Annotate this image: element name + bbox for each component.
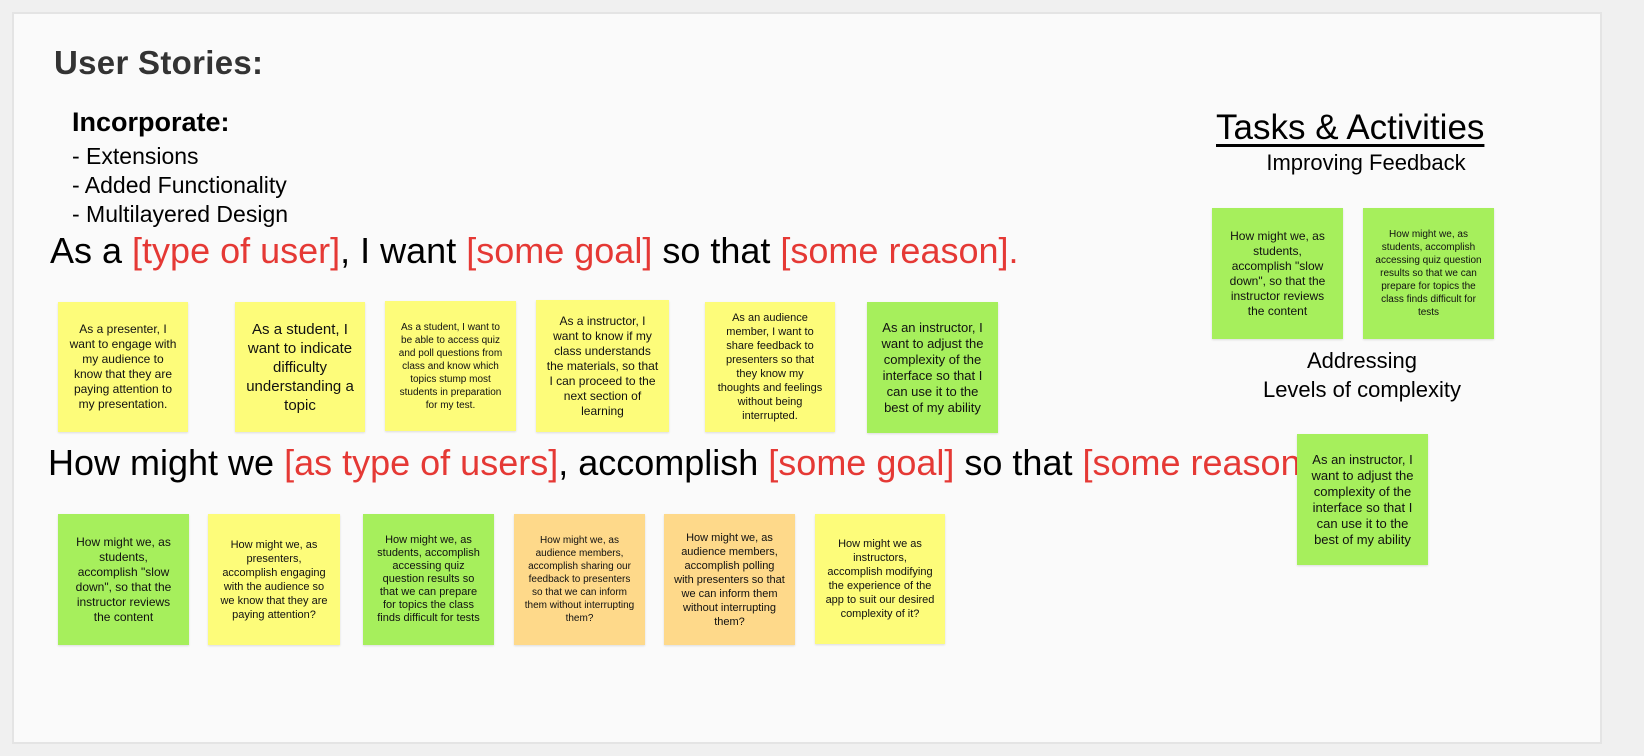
sticky-note-story[interactable]: As a presenter, I want to engage with my… [58,302,188,432]
incorporate-list: - Extensions - Added Functionality - Mul… [72,142,288,229]
sticky-note-hmw[interactable]: How might we as instructors, accomplish … [815,514,945,644]
sticky-note-text: How might we as instructors, accomplish … [825,538,935,620]
incorporate-item: - Extensions [72,143,199,169]
addressing-complexity-line2: Levels of complexity [1262,377,1462,402]
template-text: How might we [48,442,285,483]
sticky-note-text: How might we, as audience members, accom… [524,535,635,624]
improving-feedback-heading: Improving Feedback [1266,150,1466,175]
sticky-note-text: As a presenter, I want to engage with my… [69,322,177,411]
sticky-note-text: How might we, as presenters, accomplish … [220,538,328,621]
sticky-note-story[interactable]: As an instructor, I want to adjust the c… [867,302,998,433]
sticky-note-text: How might we, as students, accomplish "s… [1229,228,1326,318]
addressing-complexity-line1: Addressing [1306,348,1418,373]
incorporate-heading: Incorporate: [72,107,230,137]
whiteboard-canvas[interactable]: User Stories: Incorporate: - Extensions … [12,12,1602,744]
template-text: , accomplish [558,442,769,483]
sticky-note-text: As a student, I want to indicate difficu… [246,320,354,414]
sticky-note-hmw[interactable]: How might we, as students, accomplish ac… [363,514,494,645]
template-placeholder: [as type of users] [284,442,559,483]
sticky-note-feedback[interactable]: How might we, as students, accomplish ac… [1363,208,1494,339]
template-text: so that [954,442,1083,483]
sticky-note-hmw[interactable]: How might we, as audience members, accom… [514,514,645,645]
board-title: User Stories: [54,44,264,81]
sticky-note-hmw[interactable]: How might we, as presenters, accomplish … [208,514,340,645]
sticky-note-hmw[interactable]: How might we, as audience members, accom… [664,514,795,645]
template-text: As a [50,230,133,271]
sticky-note-text: How might we, as students, accomplish "s… [75,534,172,624]
incorporate-item: - Multilayered Design [72,201,289,227]
sticky-note-story[interactable]: As a student, I want to be able to acces… [385,301,516,431]
template-placeholder: [some reason]. [780,230,1019,271]
sticky-note-text: How might we, as audience members, accom… [674,531,785,628]
template-placeholder: [type of user] [132,230,341,271]
sticky-note-feedback[interactable]: How might we, as students, accomplish "s… [1212,208,1343,339]
sticky-note-text: As an audience member, I want to share f… [717,312,823,422]
sticky-note-text: How might we, as students, accomplish ac… [377,534,480,624]
sticky-note-hmw[interactable]: How might we, as students, accomplish "s… [58,514,189,645]
sticky-note-text: How might we, as students, accomplish ac… [1375,229,1482,318]
incorporate-item: - Added Functionality [72,172,287,198]
template-text: so that [652,230,781,271]
sticky-note-story[interactable]: As an audience member, I want to share f… [705,302,835,432]
sticky-note-text: As a student, I want to be able to acces… [398,321,503,411]
user-story-template: As a [type of user], I want [some goal] … [50,230,1019,272]
tasks-activities-title: Tasks & Activities [1216,108,1485,147]
template-placeholder: [some reason] [1082,442,1311,483]
sticky-note-story[interactable]: As a student, I want to indicate difficu… [235,302,365,432]
sticky-note-text: As a instructor, I want to know if my cl… [546,313,659,418]
template-placeholder: [some goal] [768,442,955,483]
template-placeholder: [some goal] [466,230,653,271]
addressing-complexity-heading: Addressing Levels of complexity [1212,346,1512,404]
template-text: , I want [340,230,467,271]
sticky-note-text: As an instructor, I want to adjust the c… [881,319,984,415]
sticky-note-story[interactable]: As a instructor, I want to know if my cl… [536,300,669,432]
how-might-we-template: How might we [as type of users], accompl… [48,442,1321,484]
sticky-note-complexity[interactable]: As an instructor, I want to adjust the c… [1297,434,1428,565]
sticky-note-text: As an instructor, I want to adjust the c… [1311,451,1414,547]
